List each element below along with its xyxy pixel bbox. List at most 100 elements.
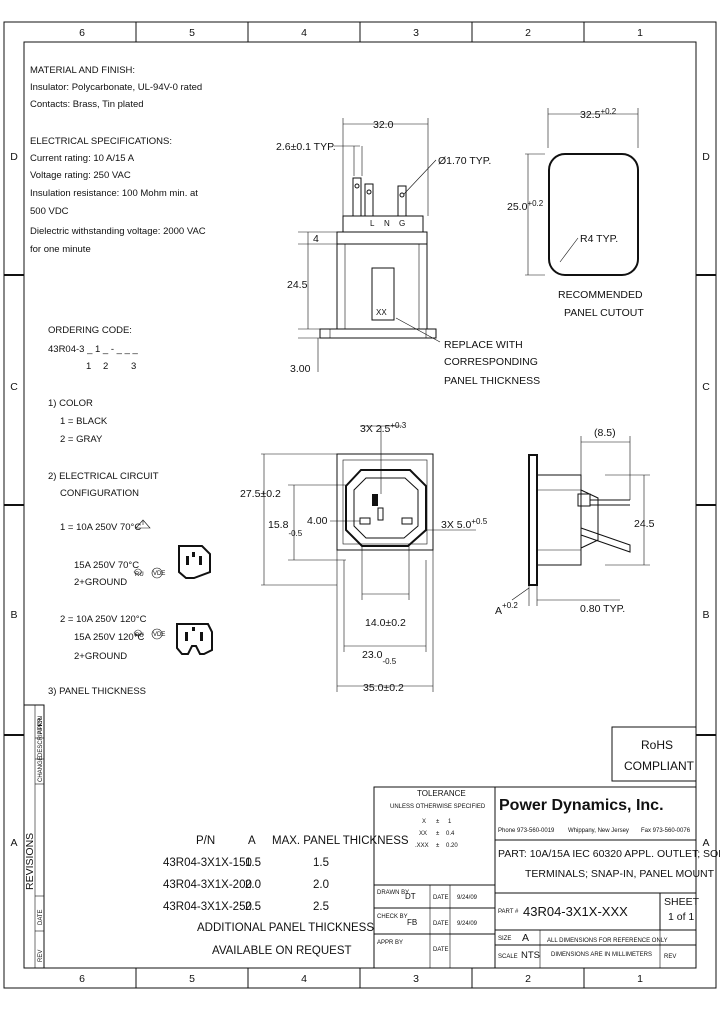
col-label: 1 bbox=[637, 27, 643, 39]
dims-note: DIMENSIONS ARE IN MILLIMETERS bbox=[551, 952, 652, 958]
table-cell: 1.5 bbox=[245, 857, 261, 869]
electrical-line: Insulation resistance: 100 Mohm min. at bbox=[30, 188, 198, 199]
table-cell: 43R04-3X1X-250 bbox=[163, 901, 252, 913]
dim-4: 4.00 bbox=[307, 515, 328, 527]
panel-cutout-drawing bbox=[525, 108, 639, 276]
col-label: 5 bbox=[189, 27, 195, 39]
color-options: 1) COLOR 1 = BLACK 2 = GRAY bbox=[48, 398, 108, 445]
col-label: 6 bbox=[79, 27, 85, 39]
dims-note: ALL DIMENSIONS FOR REFERENCE ONLY bbox=[547, 938, 668, 944]
cutout-caption: RECOMMENDED bbox=[558, 289, 643, 301]
ordering-title: ORDERING CODE: bbox=[48, 325, 132, 336]
rev-col: REV bbox=[38, 950, 44, 962]
col-label: 3 bbox=[413, 973, 419, 985]
drawn-date: 9/24/09 bbox=[457, 895, 478, 901]
column-labels-bottom: 6 5 4 3 2 1 bbox=[79, 973, 643, 985]
row-label: B bbox=[10, 609, 17, 621]
check-date-label: DATE bbox=[433, 921, 449, 927]
table-cell: 2.0 bbox=[245, 879, 261, 891]
vde-mark-icon: VDE bbox=[151, 567, 165, 579]
pin-g: G bbox=[399, 219, 405, 228]
table-header: A bbox=[248, 835, 256, 847]
color-line: 2 = GRAY bbox=[60, 434, 103, 445]
row-label: B bbox=[702, 609, 709, 621]
svg-text:RU: RU bbox=[135, 633, 144, 639]
side-view-drawing bbox=[511, 436, 650, 606]
dim-15-8: 15.8-0.5 bbox=[268, 519, 303, 538]
front-view-labels: 3X 2.5+0.3 27.5±0.2 15.8-0.5 4.00 3X 5.0… bbox=[240, 421, 488, 694]
electrical-notes: ELECTRICAL SPECIFICATIONS: Current ratin… bbox=[30, 136, 206, 255]
dim-35: 35.0±0.2 bbox=[363, 682, 404, 694]
table-header: P/N bbox=[196, 835, 215, 847]
dim-pin: 2.6±0.1 TYP. bbox=[276, 141, 336, 153]
material-line: Contacts: Brass, Tin plated bbox=[30, 99, 144, 110]
check-label: CHECK BY bbox=[377, 914, 408, 920]
company-name: Power Dynamics, Inc. bbox=[499, 797, 664, 814]
drawn-by: DT bbox=[405, 892, 416, 901]
title-block bbox=[373, 786, 697, 969]
col-label: 2 bbox=[525, 27, 531, 39]
contact-fax: Fax 973-560-0076 bbox=[641, 828, 691, 834]
side-view-labels: (8.5) 24.5 A+0.2 0.80 TYP. bbox=[495, 427, 655, 617]
sheet-label: SHEET bbox=[664, 896, 700, 908]
revisions-strip: REVISIONS REV DATE CHANGE DESCRIPTION AP… bbox=[23, 704, 45, 969]
label-xx: XX bbox=[376, 308, 387, 317]
triangle-warning-icon bbox=[135, 519, 151, 529]
svg-text:X: X bbox=[422, 819, 426, 825]
table-cell: 2.0 bbox=[313, 879, 329, 891]
size-value: A bbox=[522, 932, 529, 944]
check-by: FB bbox=[407, 918, 417, 927]
front-view-drawing bbox=[261, 425, 476, 692]
dim-top: 3X 2.5+0.3 bbox=[360, 421, 407, 435]
table-cell: 2.5 bbox=[245, 901, 261, 913]
tolerance-title: TOLERANCE bbox=[417, 789, 466, 798]
tolerance-block: TOLERANCE UNLESS OTHERWISE SPECIFIED X ±… bbox=[390, 789, 486, 849]
col-label: 6 bbox=[79, 973, 85, 985]
col-label: 4 bbox=[301, 973, 307, 985]
dim-top: (8.5) bbox=[594, 427, 616, 439]
top-view-labels: 32.0 2.6±0.1 TYP. Ø1.70 TYP. 4 24.5 3.00… bbox=[276, 119, 540, 387]
option-2-line: 2 = 10A 250V 120°C bbox=[60, 614, 147, 625]
dim-4: 4 bbox=[313, 233, 319, 245]
row-label: D bbox=[702, 151, 710, 163]
col-label: 4 bbox=[301, 27, 307, 39]
material-notes: MATERIAL AND FINISH: Insulator: Polycarb… bbox=[30, 65, 202, 110]
electrical-line: Current rating: 10 A/15 A bbox=[30, 153, 135, 164]
size-label: SIZE bbox=[498, 936, 511, 942]
table-cell: 1.5 bbox=[313, 857, 329, 869]
table-header: MAX. PANEL THICKNESS bbox=[272, 835, 409, 847]
contact-phone: Phone 973-560-0019 bbox=[498, 828, 555, 834]
svg-text:±: ± bbox=[436, 843, 440, 849]
material-title: MATERIAL AND FINISH: bbox=[30, 65, 135, 76]
row-label: A bbox=[10, 837, 17, 849]
cutout-height: 25.0+0.2 bbox=[507, 199, 544, 213]
table-footer: AVAILABLE ON REQUEST bbox=[212, 945, 352, 957]
circuit-title: 2) ELECTRICAL CIRCUIT bbox=[48, 471, 159, 482]
electrical-title: ELECTRICAL SPECIFICATIONS: bbox=[30, 136, 172, 147]
rohs-box: RoHS COMPLIANT bbox=[611, 726, 697, 782]
c13-connector-icon bbox=[178, 545, 211, 579]
circuit-options: 2) ELECTRICAL CIRCUIT CONFIGURATION 1 = … bbox=[48, 471, 159, 697]
dim-right: 3X 5.0+0.5 bbox=[441, 517, 488, 531]
rohs-line: RoHS bbox=[641, 738, 673, 752]
sheet-value: 1 of 1 bbox=[668, 911, 694, 923]
dim-width: 32.0 bbox=[373, 119, 394, 131]
svg-text:0.4: 0.4 bbox=[446, 831, 455, 837]
contact-city: Whippany, New Jersey bbox=[568, 828, 629, 834]
panel-cutout-labels: 32.5+0.2 25.0+0.2 R4 TYP. RECOMMENDED PA… bbox=[507, 107, 644, 319]
dim-height: 24.5 bbox=[634, 518, 655, 530]
electrical-line: Dielectric withstanding voltage: 2000 VA… bbox=[30, 226, 206, 237]
electrical-line: for one minute bbox=[30, 244, 91, 255]
electrical-line: Voltage rating: 250 VAC bbox=[30, 170, 131, 181]
color-line: 1 = BLACK bbox=[60, 416, 108, 427]
table-cell: 43R04-3X1X-200 bbox=[163, 879, 252, 891]
row-label: A bbox=[702, 837, 709, 849]
svg-text:±: ± bbox=[436, 831, 440, 837]
callout-line: CORRESPONDING bbox=[444, 356, 538, 368]
svg-text:VDE: VDE bbox=[153, 571, 165, 577]
material-line: Insulator: Polycarbonate, UL-94V-0 rated bbox=[30, 82, 202, 93]
svg-text:XX: XX bbox=[419, 831, 427, 837]
top-view-drawing bbox=[298, 118, 441, 372]
title-block-fields: Power Dynamics, Inc. Phone 973-560-0019 … bbox=[377, 797, 720, 961]
